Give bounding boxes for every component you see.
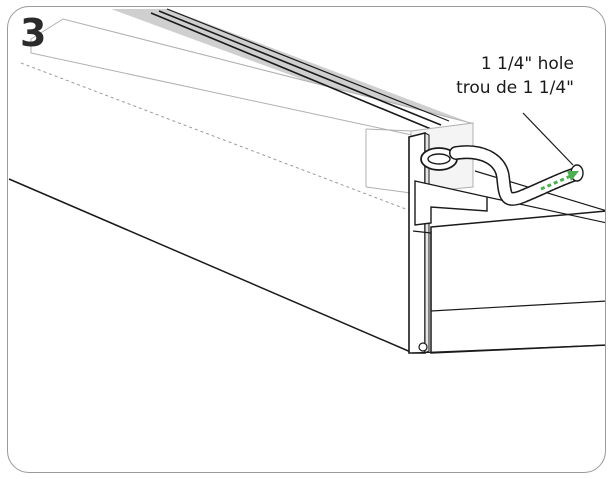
hole-size-callout: 1 1/4" hole trou de 1 1/4" bbox=[424, 52, 574, 100]
shade-bottom-edge bbox=[412, 344, 605, 354]
illustration-frame bbox=[7, 6, 606, 473]
callout-line-english: 1 1/4" hole bbox=[480, 54, 574, 74]
step-number: 3 bbox=[20, 11, 47, 55]
power-cable-icon bbox=[449, 145, 580, 206]
rail-line bbox=[158, 10, 442, 126]
callout-line-french: trou de 1 1/4" bbox=[456, 78, 574, 98]
housing-edge bbox=[365, 186, 412, 194]
arrow-head-icon bbox=[567, 171, 579, 181]
screw-icon bbox=[418, 342, 428, 352]
housing-edge bbox=[365, 128, 412, 132]
callout-leader-line bbox=[522, 112, 574, 166]
installation-diagram bbox=[8, 8, 605, 354]
rail-line bbox=[150, 12, 432, 130]
rail-line bbox=[166, 8, 450, 122]
shade-body bbox=[430, 210, 605, 354]
cassette-bottom-edge bbox=[8, 178, 414, 354]
direction-arrow-icon bbox=[540, 173, 574, 191]
shade-edge bbox=[430, 300, 605, 312]
end-plate bbox=[408, 131, 426, 354]
shade-edge bbox=[412, 230, 432, 234]
power-cable-coils bbox=[450, 146, 579, 205]
cord-grommet-hole bbox=[427, 153, 451, 165]
